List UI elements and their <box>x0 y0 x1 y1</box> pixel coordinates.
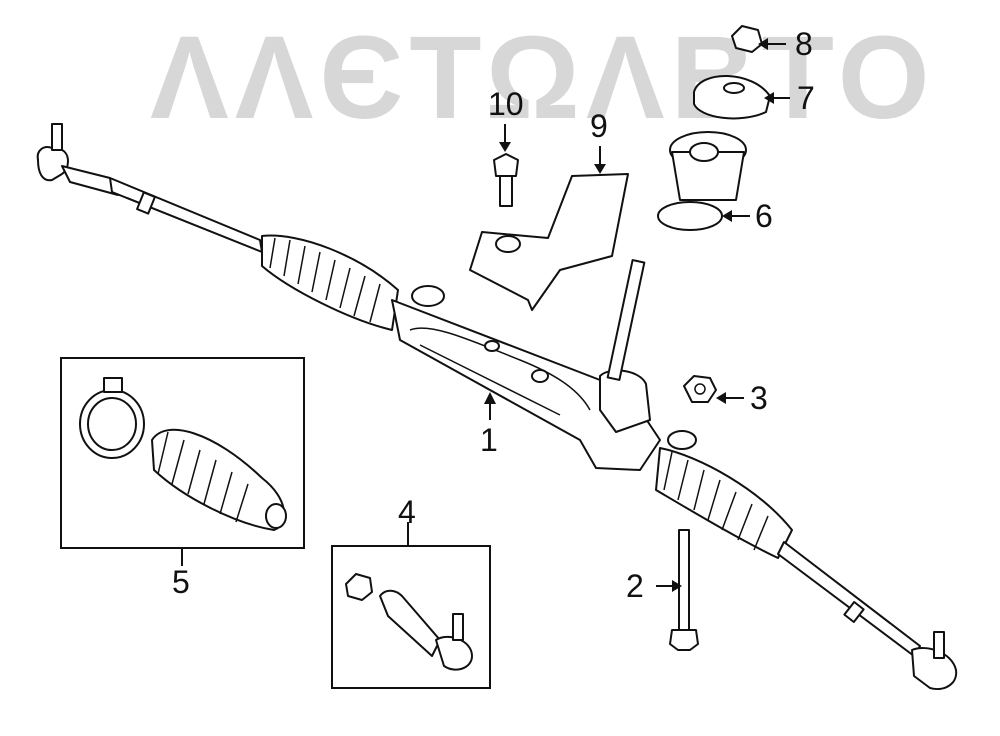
tie-rod-end-box <box>331 545 491 689</box>
callout-3: 3 <box>750 380 768 416</box>
steering-rack-assembly <box>36 123 958 690</box>
callout-2: 2 <box>626 568 644 604</box>
boot-5 <box>151 428 287 531</box>
bolt-2 <box>669 529 699 651</box>
bolt-10 <box>493 153 519 207</box>
mount-6 <box>657 131 747 231</box>
bracket-9 <box>469 173 629 311</box>
callout-9: 9 <box>590 108 608 144</box>
watermark-text: ΛΛЄΤΩΛΒΤΟ <box>150 12 936 144</box>
nut-4 <box>345 573 373 601</box>
callout-8: 8 <box>795 26 813 62</box>
callout-4: 4 <box>398 494 416 530</box>
callout-1: 1 <box>480 422 498 458</box>
clamp-5 <box>79 377 145 459</box>
callout-10: 10 <box>488 86 524 122</box>
insulator-7 <box>693 75 771 120</box>
callout-6: 6 <box>755 198 773 234</box>
leader-lines <box>181 38 790 592</box>
callout-7: 7 <box>797 80 815 116</box>
callout-5: 5 <box>172 564 190 600</box>
watermark-logo: ΛΛЄΤΩΛΒΤΟ <box>150 12 936 144</box>
tie-rod-end-4 <box>379 589 473 671</box>
nut-3 <box>683 375 717 403</box>
